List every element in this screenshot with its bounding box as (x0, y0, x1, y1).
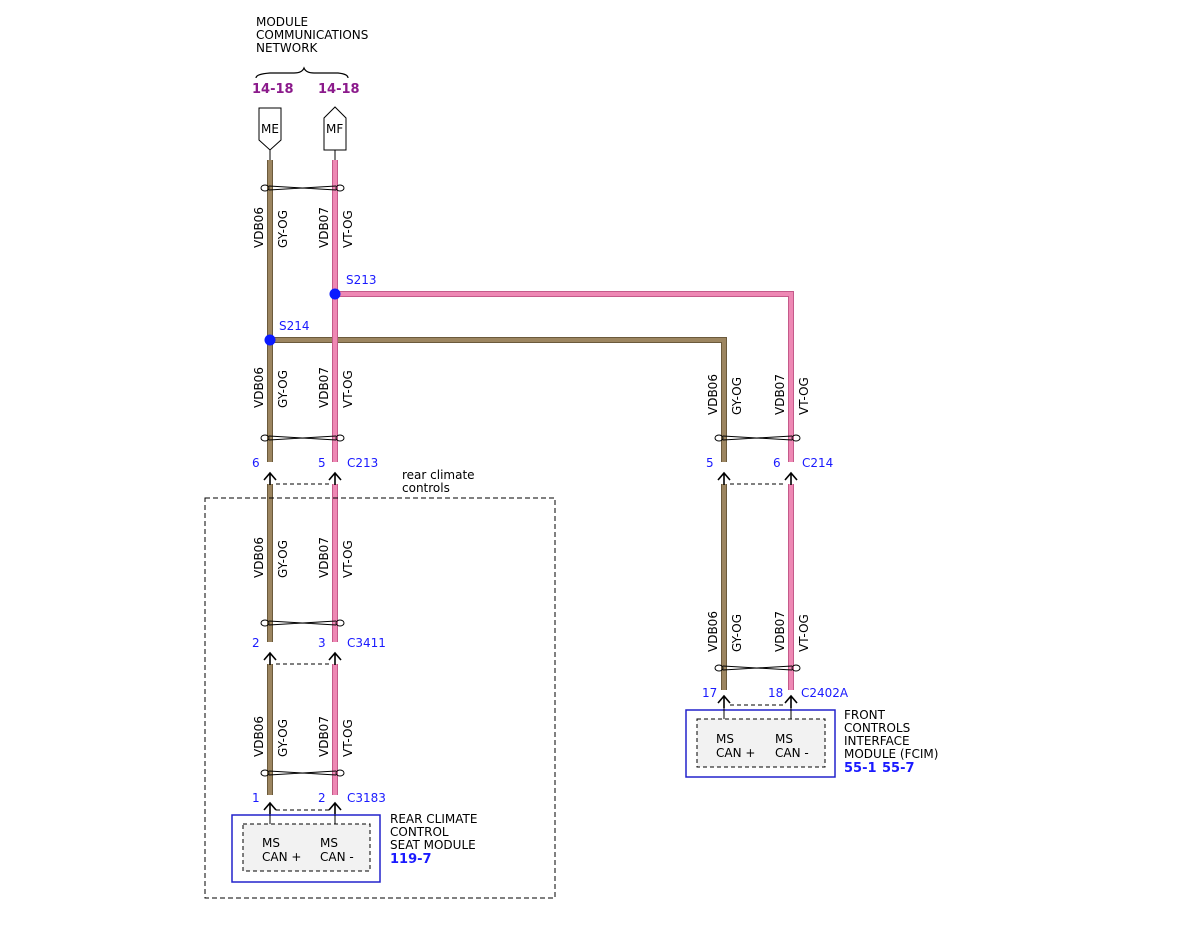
twist-4 (260, 769, 345, 777)
front-pin-a-line2: CAN + (716, 746, 755, 760)
rear-pin-a-line1: MS (262, 836, 280, 850)
wire-label-color: VT-OG (341, 540, 355, 578)
wire-labels: VDB06 GY-OG VDB07 VT-OG VDB06 GY-OG VDB0… (252, 207, 811, 757)
wire-label-circuit: VDB07 (317, 207, 331, 248)
twisted-pair-symbols (260, 184, 801, 777)
rear-module-pins (242, 823, 371, 872)
rear-pin-b-line1: MS (320, 836, 338, 850)
c214-pin-gy: 5 (706, 456, 714, 470)
wire-label-color: VT-OG (341, 719, 355, 757)
connector-mf (323, 106, 347, 151)
c2402a-label[interactable]: C2402A (801, 686, 849, 700)
wire-label-color: VT-OG (341, 210, 355, 248)
front-pin-b-line2: CAN - (775, 746, 809, 760)
page-ref-mf[interactable]: 14-18 (318, 82, 360, 97)
wire-vt-og-group (332, 160, 794, 795)
c2402a-pin-gy: 17 (702, 686, 717, 700)
front-module-pins (696, 718, 826, 768)
wire-label-circuit: VDB07 (317, 537, 331, 578)
front-module-page-ref-1[interactable]: 55-1 (844, 761, 877, 776)
front-module-page-ref-2[interactable]: 55-7 (882, 761, 915, 776)
c2402a-pin-vt: 18 (768, 686, 783, 700)
rear-climate-group-box (204, 497, 556, 899)
wire-label-circuit: VDB06 (252, 716, 266, 757)
wire-label-color: GY-OG (276, 719, 290, 757)
twist-2 (260, 434, 345, 442)
c214-label[interactable]: C214 (802, 456, 833, 470)
wire-label-color: GY-OG (276, 370, 290, 408)
c3411-label[interactable]: C3411 (347, 636, 386, 650)
twist-3 (260, 619, 345, 627)
c213-pin-vt: 5 (318, 456, 326, 470)
rear-group-label-1: rear climate (402, 468, 475, 482)
title-line-3: NETWORK (256, 41, 319, 55)
splice-s214-dot[interactable] (264, 334, 276, 346)
bus-brace (255, 66, 349, 79)
wire-label-circuit: VDB06 (252, 537, 266, 578)
wire-label-circuit: VDB07 (317, 367, 331, 408)
rear-group-label-2: controls (402, 481, 450, 495)
wire-label-color: GY-OG (730, 377, 744, 415)
wire-label-circuit: VDB06 (706, 374, 720, 415)
wire-label-color: VT-OG (797, 614, 811, 652)
front-module-name-1: FRONT (844, 708, 886, 722)
rear-pin-b-line2: CAN - (320, 850, 354, 864)
wire-label-circuit: VDB07 (773, 611, 787, 652)
wire-label-circuit: VDB07 (317, 716, 331, 757)
rear-module-name-1: REAR CLIMATE (390, 812, 477, 826)
c3183-pin-gy: 1 (252, 791, 260, 805)
rear-pin-a-line2: CAN + (262, 850, 301, 864)
wire-label-circuit: VDB07 (773, 374, 787, 415)
wire-label-color: GY-OG (276, 210, 290, 248)
twist-1 (260, 184, 345, 192)
splice-s213-label: S213 (346, 273, 377, 287)
c3411-pin-gy: 2 (252, 636, 260, 650)
front-pin-b-line1: MS (775, 732, 793, 746)
splice-s213-dot[interactable] (329, 288, 341, 300)
wire-label-color: GY-OG (730, 614, 744, 652)
wire-label-circuit: VDB06 (252, 207, 266, 248)
wire-label-circuit: VDB06 (706, 611, 720, 652)
rear-module-name-2: CONTROL (390, 825, 449, 839)
c3183-label[interactable]: C3183 (347, 791, 386, 805)
c214-pin-vt: 6 (773, 456, 781, 470)
connector-mf-label: MF (326, 122, 343, 136)
wire-label-color: GY-OG (276, 540, 290, 578)
c3411-pin-vt: 3 (318, 636, 326, 650)
page-ref-me[interactable]: 14-18 (252, 82, 294, 97)
wire-gy-og-group (267, 160, 727, 795)
rear-module-name-3: SEAT MODULE (390, 838, 476, 852)
front-pin-a-line1: MS (716, 732, 734, 746)
wire-label-circuit: VDB06 (252, 367, 266, 408)
twist-5 (714, 434, 801, 442)
splice-s214-label: S214 (279, 319, 310, 333)
connector-me (258, 107, 282, 151)
wire-label-color: VT-OG (797, 377, 811, 415)
pin-terminals (263, 471, 798, 815)
c213-label[interactable]: C213 (347, 456, 378, 470)
title-line-2: COMMUNICATIONS (256, 28, 368, 42)
connector-dashed-links (276, 483, 785, 811)
front-module-name-4: MODULE (FCIM) (844, 747, 938, 761)
connector-me-label: ME (261, 122, 279, 136)
title-line-1: MODULE (256, 15, 308, 29)
module-leads (269, 708, 792, 824)
wire-label-color: VT-OG (341, 370, 355, 408)
twist-6 (714, 664, 801, 672)
c3183-pin-vt: 2 (318, 791, 326, 805)
front-module-name-2: CONTROLS (844, 721, 910, 735)
front-module-name-3: INTERFACE (844, 734, 910, 748)
c213-pin-gy: 6 (252, 456, 260, 470)
rear-module-page-ref[interactable]: 119-7 (390, 852, 432, 867)
